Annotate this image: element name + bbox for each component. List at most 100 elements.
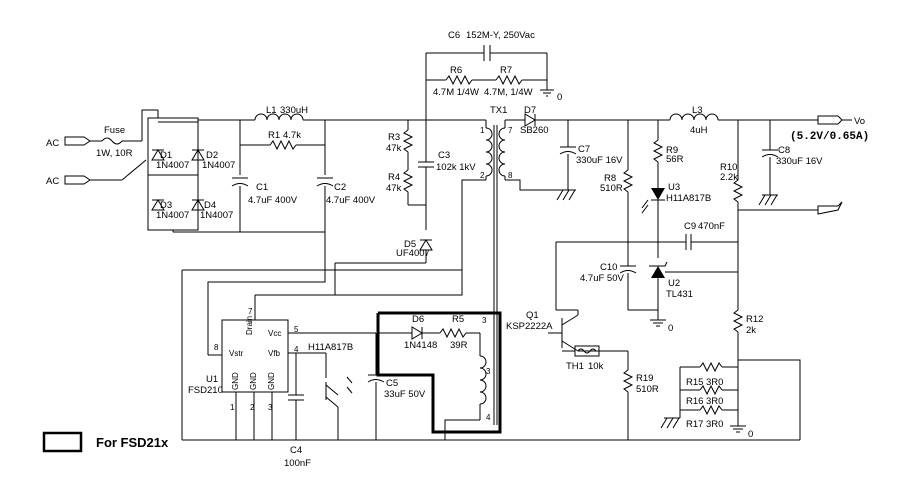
svg-text:C6: C6	[448, 30, 460, 41]
svg-text:AC: AC	[46, 176, 59, 187]
d2-part: 1N4007	[202, 160, 235, 171]
svg-text:330uF 16V: 330uF 16V	[576, 155, 623, 166]
diode-d7: D7 SB260	[505, 105, 670, 136]
output-vo: Vo (5.2V/0.65A)	[790, 115, 869, 143]
svg-text:R4: R4	[388, 172, 400, 183]
svg-text:4.7uF 400V: 4.7uF 400V	[248, 195, 298, 206]
svg-text:0: 0	[668, 323, 673, 334]
d1-name: D1	[160, 150, 172, 161]
svg-text:4.7M, 1/4W: 4.7M, 1/4W	[484, 87, 533, 98]
resistor-r8: R8 510R	[600, 120, 634, 194]
svg-text:C8: C8	[778, 145, 790, 156]
capacitor-c6: C6 152M-Y, 250Vac	[425, 30, 548, 120]
svg-text:39R: 39R	[450, 340, 468, 351]
svg-text:D7: D7	[524, 105, 536, 116]
svg-text:2k: 2k	[746, 325, 756, 336]
svg-text:TX1: TX1	[490, 105, 507, 116]
svg-text:33uF 50V: 33uF 50V	[384, 389, 426, 400]
u1-pin-num-8: 8	[214, 343, 219, 352]
capacitor-c3: C3 102k 1kV	[418, 120, 476, 230]
u1-pin-vcc: Vcc	[268, 329, 281, 338]
resistor-r12: R12 2k	[732, 309, 763, 336]
svg-text:C5: C5	[386, 378, 398, 389]
u1-pin-num-2: 2	[250, 403, 255, 412]
svg-text:Fuse: Fuse	[104, 125, 125, 136]
svg-text:R9: R9	[666, 145, 678, 156]
svg-text:C9: C9	[684, 221, 696, 232]
diode-d5: D5 UF4007	[396, 239, 433, 259]
svg-text:510R: 510R	[636, 384, 659, 395]
svg-text:4uH: 4uH	[690, 125, 708, 136]
u1-pin-num-4: 4	[294, 345, 299, 354]
svg-text:SB260: SB260	[520, 125, 549, 136]
svg-text:UF4007: UF4007	[396, 248, 430, 259]
svg-text:U3: U3	[668, 182, 680, 193]
svg-text:H11A817B: H11A817B	[666, 193, 711, 204]
svg-text:47k: 47k	[386, 183, 402, 194]
svg-text:4.7k: 4.7k	[283, 130, 301, 141]
resistor-r7: R7 4.7M, 1/4W	[484, 65, 547, 98]
u1-pin-num-5: 5	[294, 325, 299, 334]
svg-text:3R0: 3R0	[706, 396, 723, 407]
svg-text:Vo: Vo	[854, 116, 865, 127]
resistor-r15: R15 3R0	[680, 361, 738, 388]
svg-text:0: 0	[557, 92, 562, 103]
capacitor-c4: C4 100nF	[284, 394, 311, 469]
svg-text:KSP2222A: KSP2222A	[506, 321, 553, 332]
fsd21x-region: D6 1N4148 R5 39R 3 3 4	[376, 311, 502, 440]
tx1-pin-1: 1	[480, 126, 485, 135]
ac-input-1: AC	[46, 136, 102, 149]
u1-pin-num-7: 7	[248, 307, 253, 316]
u1-pin-drain: Drain	[245, 316, 254, 335]
resistor-r6: R6 4.7M 1/4W	[426, 65, 496, 98]
svg-text:10k: 10k	[588, 361, 604, 372]
svg-text:1W, 10R: 1W, 10R	[96, 148, 133, 159]
svg-text:C4: C4	[290, 445, 302, 456]
svg-text:R15: R15	[686, 377, 703, 388]
transistor-q1: Q1 KSP2222A	[506, 242, 579, 352]
tx1-pin-aux: 3	[482, 316, 487, 325]
svg-text:4.7M 1/4W: 4.7M 1/4W	[433, 87, 479, 98]
svg-text:330uF 16V: 330uF 16V	[776, 156, 823, 167]
inductor-l3: L3 4uH	[669, 105, 818, 136]
svg-text:R10: R10	[720, 162, 737, 173]
shunt-regulator-u2: U2 TL431	[649, 261, 738, 320]
capacitor-c10: C10 4.7uF 50V	[580, 242, 658, 311]
svg-text:Q1: Q1	[526, 310, 539, 321]
tx1-pin-8: 8	[508, 171, 513, 180]
svg-text:3R0: 3R0	[706, 377, 723, 388]
tx1-pin-4: 4	[486, 413, 491, 422]
svg-text:For FSD21x: For FSD21x	[96, 435, 169, 450]
u1-pin-num-1: 1	[230, 403, 235, 412]
svg-text:R8: R8	[604, 173, 616, 184]
svg-text:1N4148: 1N4148	[404, 340, 437, 351]
svg-text:R12: R12	[746, 314, 763, 325]
ic-u1: Drain Vcc Vstr Vfb GND GND GND U1 FSD210…	[188, 307, 299, 412]
optocoupler-u3-led: U3 H11A817B	[641, 182, 711, 214]
svg-text:R16: R16	[686, 396, 703, 407]
svg-text:152M-Y, 250Vac: 152M-Y, 250Vac	[466, 30, 535, 41]
svg-text:D5: D5	[404, 239, 416, 250]
u1-pin-num-3: 3	[268, 403, 273, 412]
d4-part: 1N4007	[200, 210, 233, 221]
u1-gnd-3: GND	[267, 372, 276, 390]
svg-text:D6: D6	[412, 314, 424, 325]
optocoupler-transistor: H11A817B	[308, 342, 353, 440]
svg-text:U2: U2	[668, 278, 680, 289]
svg-text:R5: R5	[452, 314, 464, 325]
svg-text:R1: R1	[268, 130, 280, 141]
u1-name: U1	[206, 374, 218, 385]
resistor-r9: R9 56R	[652, 120, 684, 165]
fuse: Fuse 1W, 10R	[96, 109, 158, 159]
u1-pin-vstr: Vstr	[229, 349, 244, 358]
d3-part: 1N4007	[156, 210, 189, 221]
svg-text:330uH: 330uH	[280, 105, 308, 116]
svg-text:AC: AC	[46, 138, 59, 149]
capacitor-c8: C8 330uF 16V	[758, 120, 823, 206]
ground-c7	[556, 189, 576, 201]
ground-r17	[660, 410, 681, 429]
svg-text:2.2k: 2.2k	[720, 172, 738, 183]
svg-text:L1: L1	[266, 105, 277, 116]
resistor-r10: R10 2.2k	[720, 120, 744, 203]
